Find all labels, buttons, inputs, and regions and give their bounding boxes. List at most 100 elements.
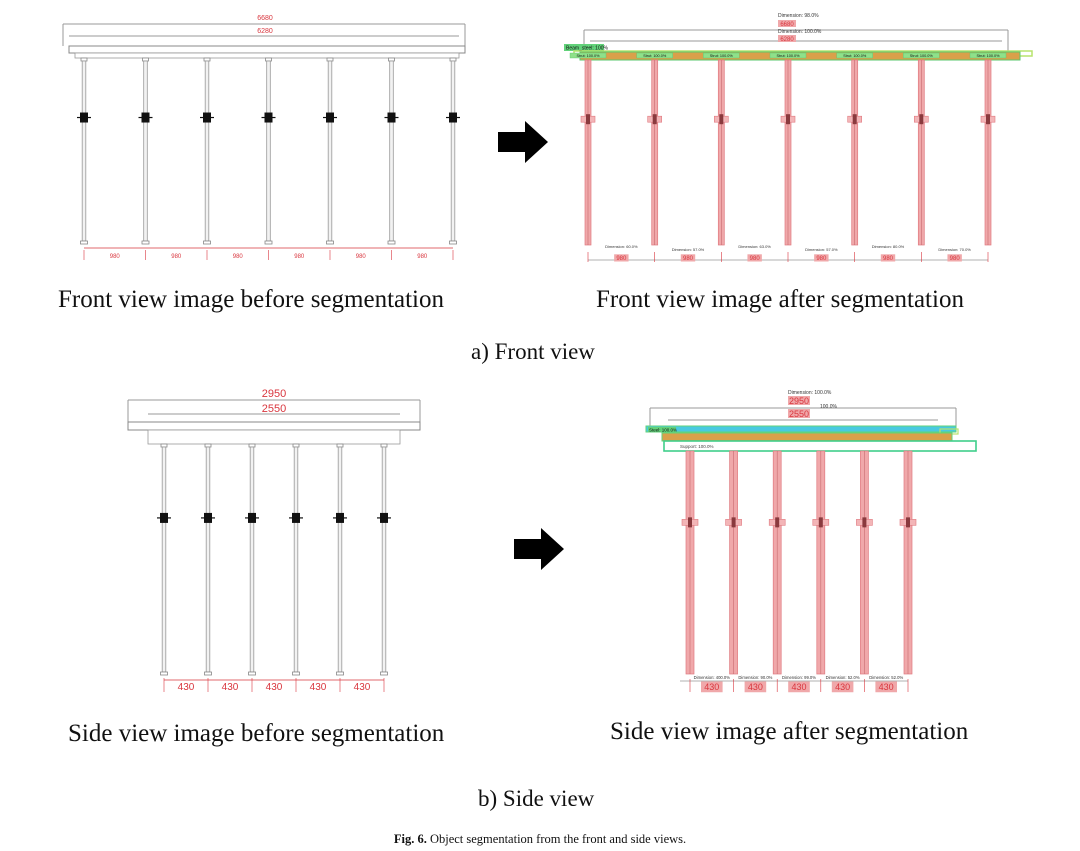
front-after-spacing-label: 980 (750, 256, 761, 262)
front-before-pole (446, 57, 460, 245)
side-after-spacing-label: 430 (835, 682, 850, 692)
front-before-pole (261, 57, 276, 245)
front-before-pole (323, 57, 337, 245)
front-after-pole (714, 59, 729, 246)
front-before-pole (200, 57, 214, 245)
front-after-spacings: Dimension: 60.0% Dimension: 57.0% Dimensio… (587, 244, 989, 262)
side-view-label: b) Side view (478, 786, 595, 811)
side-after-dimension-tag: Dimension: 52.0% (869, 675, 903, 680)
front-after-poles: Strut: 100.0% Strut: 100.0% Strut: 100.0% S… (569, 52, 1007, 246)
front-after-pole-tag: Strut: 100.0% (976, 54, 1000, 58)
side-after-pole (899, 450, 917, 675)
side-after-dimension-tag: Dimension: 52.0% (826, 675, 860, 680)
side-after-dim-inner-tag: 100.0% (820, 404, 838, 410)
side-after-beam-tag: Steel: 100.0% (649, 428, 677, 433)
front-after-dimension-tag: Dimension: 57.0% (805, 247, 838, 252)
side-before-spacing-label: 430 (310, 682, 327, 693)
side-after-poles (681, 450, 917, 675)
side-after-dimension-tag: Dimension: 99.0% (782, 675, 816, 680)
front-after-spacing-label: 980 (616, 256, 627, 262)
front-view-label: a) Front view (471, 339, 595, 364)
side-before-spacing-label: 430 (222, 682, 239, 693)
front-arrow-icon (498, 121, 548, 168)
front-after-spacing-label: 980 (816, 256, 827, 262)
side-before-dim-outer: 2950 (262, 388, 286, 400)
front-before-spacing-label: 980 (171, 254, 182, 260)
front-after-pole (847, 59, 863, 246)
side-before-pole (245, 443, 259, 676)
side-after-dim-outer: 2950 (789, 396, 809, 406)
side-after-support-tag: Support: 100.0% (680, 444, 714, 449)
side-before-pole (157, 443, 171, 676)
side-after-spacings: Dimension: 400.0% Dimension: 90.0% Dimensi… (689, 675, 909, 693)
side-before-dim-inner: 2550 (262, 403, 286, 415)
side-before-spacing-label: 430 (178, 682, 195, 693)
front-before-spacing-label: 980 (356, 254, 367, 260)
side-after-drawing: Dimension: 100.0% 2950 100.0% 2550 Steel… (640, 382, 985, 700)
side-before-spacing-label: 430 (266, 682, 283, 693)
front-before-spacing-label: 980 (294, 254, 305, 260)
front-after-dimension-tag: Dimension: 60.0% (605, 244, 638, 249)
side-after-pole (856, 450, 873, 675)
side-after-svg: Dimension: 100.0% 2950 100.0% 2550 Steel… (645, 390, 977, 693)
side-after-spacing-label: 430 (704, 682, 719, 692)
front-after-spacing-label: 980 (950, 256, 961, 262)
front-after-spacing-label: 980 (883, 256, 894, 262)
front-after-pole-tag: Strut: 100.0% (710, 54, 734, 58)
side-after-spacing-label: 430 (879, 682, 894, 692)
side-after-pole (768, 450, 786, 675)
front-before-dim-outer: 6680 (257, 15, 273, 22)
side-after-dimension-tag: Dimension: 90.0% (738, 675, 772, 680)
side-after-dim-inner: 2550 (789, 409, 809, 419)
front-after-dimension-tag: Dimension: 70.0% (938, 247, 971, 252)
front-after-svg: Dimension: 98.0% 6680 Dimension: 100.0% … (564, 13, 1033, 262)
front-before-spacing-label: 980 (110, 254, 121, 260)
side-before-pole (289, 443, 303, 676)
side-after-spacing-label: 430 (791, 682, 806, 692)
front-before-caption: Front view image before segmentation (58, 286, 444, 313)
front-after-pole (580, 59, 596, 246)
side-after-dim-outer-tag: Dimension: 100.0% (788, 390, 832, 396)
front-after-beam-tag: Beam_steel: 100% (566, 46, 609, 52)
front-after-pole-tag: Strut: 100.0% (576, 54, 600, 58)
side-arrow-icon (514, 528, 564, 575)
front-after-dim-inner: 6280 (780, 37, 794, 43)
front-after-caption: Front view image after segmentation (596, 286, 964, 313)
front-after-pole-tag: Strut: 100.0% (776, 54, 800, 58)
side-after-dimension-tag: Dimension: 400.0% (694, 675, 731, 680)
figure-caption: Fig. 6. Object segmentation from the fro… (0, 832, 1080, 847)
figure-caption-text: Object segmentation from the front and s… (429, 832, 687, 846)
side-before-caption: Side view image before segmentation (68, 720, 445, 747)
side-after-spacing-label: 430 (748, 682, 763, 692)
front-after-dim-inner-tag: Dimension: 100.0% (778, 29, 822, 35)
front-after-dimension-tag: Dimension: 57.0% (672, 247, 705, 252)
front-before-spacing-label: 980 (233, 254, 244, 260)
side-before-pole (377, 443, 391, 676)
figure-number: Fig. 6. (393, 832, 427, 846)
front-after-pole-tag: Strut: 100.0% (643, 54, 667, 58)
front-after-pole (647, 59, 662, 246)
front-after-pole (913, 59, 929, 246)
front-before-pole (384, 57, 399, 245)
side-before-pole (201, 443, 215, 676)
front-after-drawing: Dimension: 98.0% 6680 Dimension: 100.0% … (560, 8, 1040, 270)
side-after-pole (812, 450, 830, 675)
front-before-pole (138, 57, 153, 245)
front-after-pole-tag: Strut: 100.0% (843, 54, 867, 58)
side-after-pole (681, 450, 699, 675)
front-before-dim-inner: 6280 (257, 28, 273, 35)
front-after-spacing-label: 980 (683, 256, 694, 262)
front-after-pole-tag: Strut: 100.0% (910, 54, 934, 58)
side-after-caption: Side view image after segmentation (610, 718, 969, 745)
front-after-pole (980, 59, 996, 246)
front-after-dim-outer: 6680 (780, 22, 794, 28)
side-after-pole (725, 450, 742, 675)
front-before-pole (77, 57, 91, 245)
side-before-poles (157, 443, 391, 676)
